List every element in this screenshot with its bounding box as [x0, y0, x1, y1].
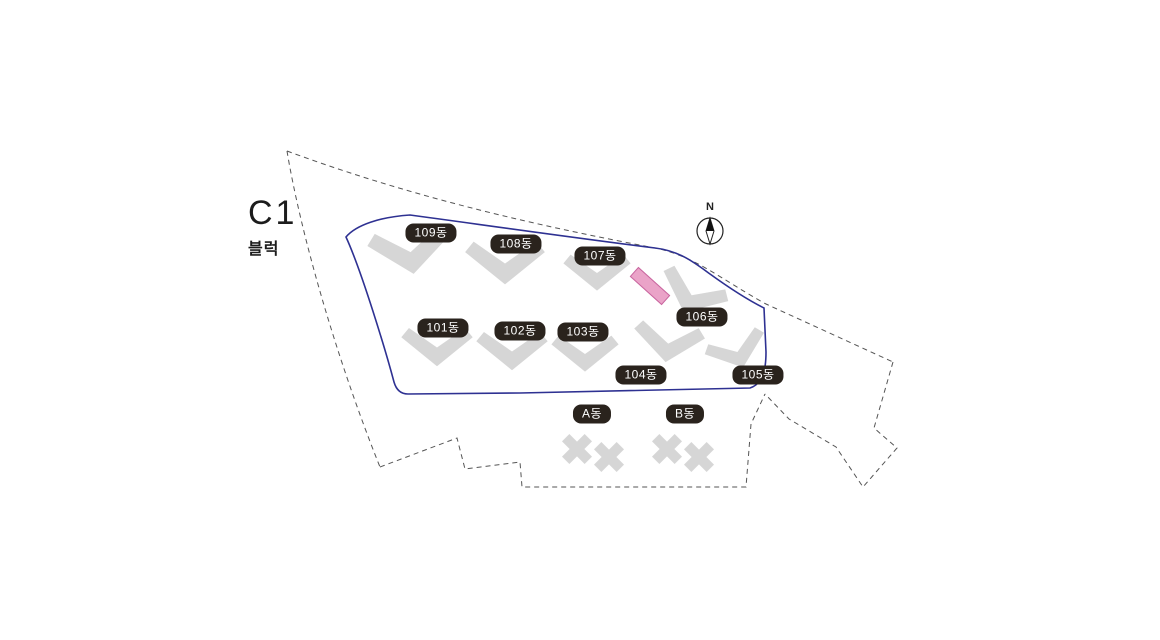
building-badge[interactable]: 105동 — [732, 365, 784, 385]
compass-north-label: N — [706, 201, 714, 213]
building-badge[interactable]: 101동 — [417, 318, 469, 338]
building-badge-label: 108동 — [499, 236, 533, 251]
building-footprints — [365, 223, 773, 472]
highlighted-building[interactable] — [629, 266, 671, 306]
block-boundary — [345, 214, 767, 395]
building-badge[interactable]: 107동 — [574, 246, 626, 266]
building-badge-label: 102동 — [503, 323, 537, 338]
building-badge-label: 106동 — [685, 309, 719, 324]
block-code: C1 — [248, 194, 298, 232]
building-badge[interactable]: B동 — [665, 404, 705, 424]
building-badge[interactable]: 108동 — [490, 234, 542, 254]
building-badge-label: 101동 — [426, 320, 460, 335]
building-badge-label: A동 — [581, 406, 603, 421]
block-sub-label: 블럭 — [248, 240, 280, 258]
building-badge-label: 107동 — [583, 248, 617, 263]
building-badge-label: B동 — [674, 406, 696, 421]
compass-icon — [696, 216, 724, 246]
building-badge[interactable]: A동 — [572, 404, 612, 424]
building-badge[interactable]: 104동 — [615, 365, 667, 385]
building-badge-label: 104동 — [624, 367, 658, 382]
block-title: C1 블럭 — [248, 194, 298, 259]
building-footprint-b1 — [652, 434, 682, 464]
building-badge[interactable]: 102동 — [494, 321, 546, 341]
building-badge[interactable]: 106동 — [676, 307, 728, 327]
building-badge-label: 105동 — [741, 367, 775, 382]
building-badge[interactable]: 103동 — [557, 322, 609, 342]
site-outline — [286, 150, 898, 488]
building-badge[interactable]: 109동 — [405, 223, 457, 243]
building-footprint-a1 — [562, 434, 592, 464]
building-badge-label: 103동 — [566, 324, 600, 339]
building-footprint-a2 — [594, 442, 624, 472]
building-footprint-b2 — [684, 442, 714, 472]
building-badge-label: 109동 — [414, 225, 448, 240]
